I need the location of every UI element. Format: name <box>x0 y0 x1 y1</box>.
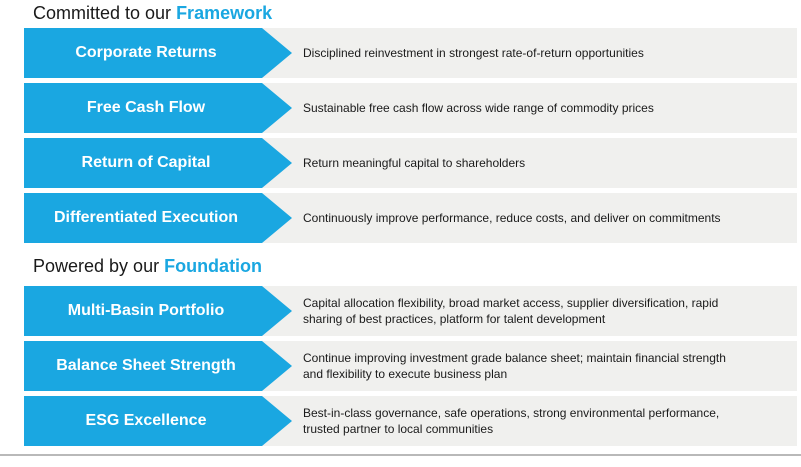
pillar-row-free-cash-flow: Free Cash Flow Sustainable free cash flo… <box>0 83 801 133</box>
pillar-row-corporate-returns: Corporate Returns Disciplined reinvestme… <box>0 28 801 78</box>
foundation-heading-prefix: Powered by our <box>33 256 165 276</box>
arrow-banner: Multi-Basin Portfolio <box>24 286 292 336</box>
description-band <box>258 286 797 336</box>
arrow-banner: ESG Excellence <box>24 396 292 446</box>
pillar-label: ESG Excellence <box>85 412 207 429</box>
arrow-banner: Balance Sheet Strength <box>24 341 292 391</box>
pillar-label: Return of Capital <box>81 154 211 171</box>
foundation-heading-accent: Foundation <box>164 256 263 276</box>
framework-heading: Committed to our Framework <box>33 2 272 24</box>
pillar-row-multi-basin-portfolio: Multi-Basin Portfolio Capital allocation… <box>0 286 801 336</box>
pillar-label: Corporate Returns <box>75 44 217 61</box>
pillar-description: Sustainable free cash flow across wide r… <box>303 101 654 115</box>
pillar-description: Return meaningful capital to shareholder… <box>303 156 526 170</box>
framework-heading-prefix: Committed to our <box>33 3 177 23</box>
description-band <box>258 83 797 133</box>
pillar-description: Continue improving investment grade bala… <box>303 351 726 381</box>
pillar-row-differentiated-execution: Differentiated Execution Continuously im… <box>0 193 801 243</box>
pillar-row-return-of-capital: Return of Capital Return meaningful capi… <box>0 138 801 188</box>
pillar-row-balance-sheet-strength: Balance Sheet Strength Continue improvin… <box>0 341 801 391</box>
arrow-banner: Differentiated Execution <box>24 193 292 243</box>
description-band <box>258 193 797 243</box>
description-band <box>258 341 797 391</box>
description-band <box>258 28 797 78</box>
foundation-heading: Powered by our Foundation <box>33 255 262 277</box>
pillar-description: Best-in-class governance, safe operation… <box>303 406 720 436</box>
description-band <box>258 138 797 188</box>
arrow-banner: Return of Capital <box>24 138 292 188</box>
footer-divider <box>0 454 801 456</box>
pillar-label: Free Cash Flow <box>86 99 206 116</box>
pillar-description: Capital allocation flexibility, broad ma… <box>303 296 719 326</box>
description-band <box>258 396 797 446</box>
pillar-label: Differentiated Execution <box>53 209 239 226</box>
pillar-description: Continuously improve performance, reduce… <box>303 211 721 225</box>
pillar-row-esg-excellence: ESG Excellence Best-in-class governance,… <box>0 396 801 446</box>
arrow-banner: Corporate Returns <box>24 28 292 78</box>
pillar-description: Disciplined reinvestment in strongest ra… <box>303 46 644 60</box>
pillar-label: Balance Sheet Strength <box>56 357 236 374</box>
pillar-label: Multi-Basin Portfolio <box>67 302 225 319</box>
framework-heading-accent: Framework <box>176 3 273 23</box>
arrow-banner: Free Cash Flow <box>24 83 292 133</box>
